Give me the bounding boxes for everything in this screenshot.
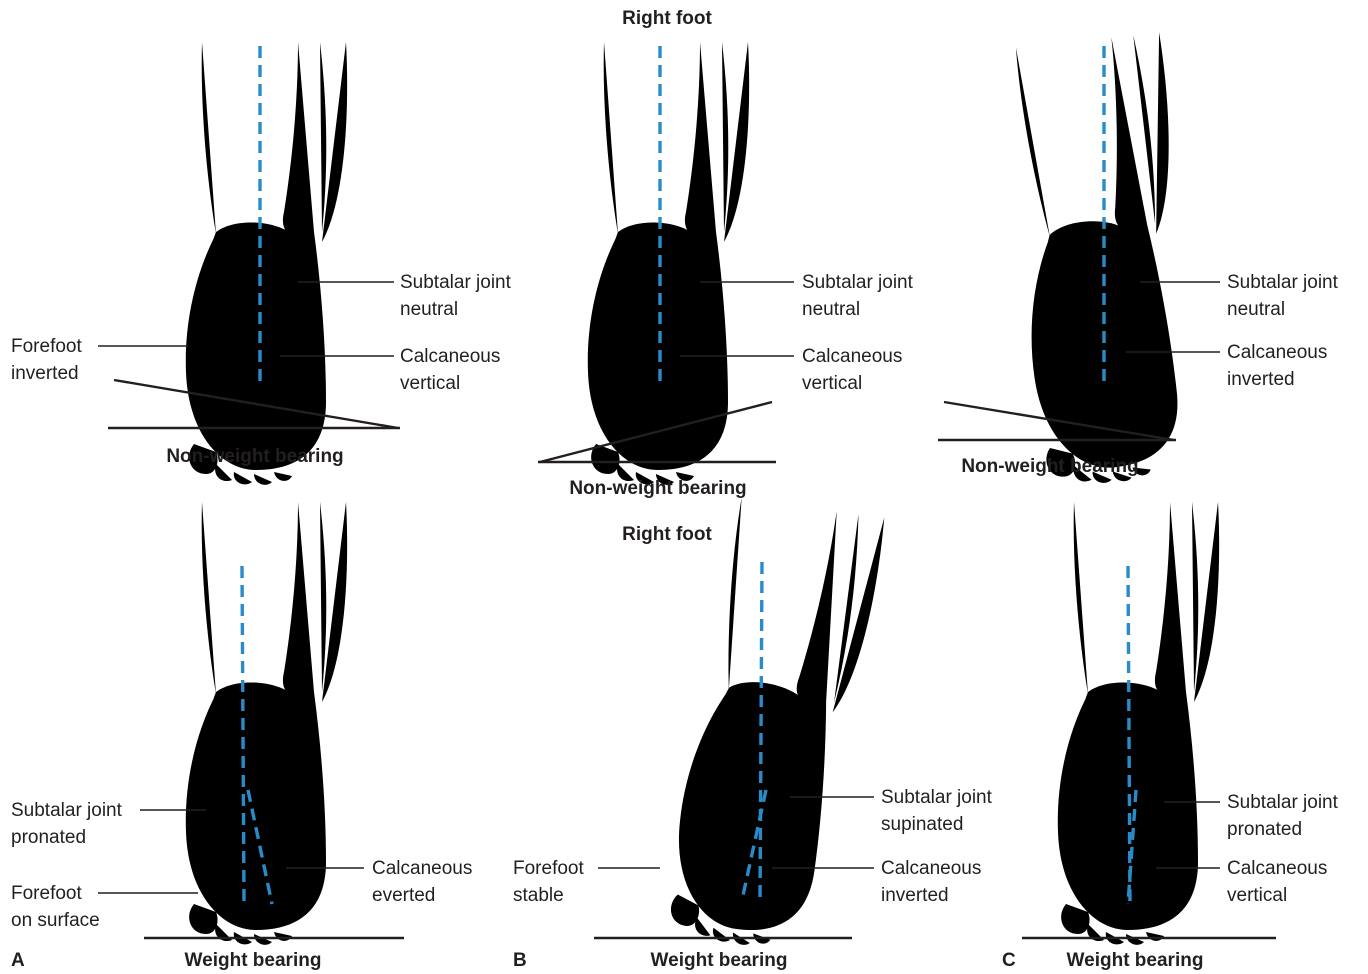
figure-title-bottom: Right foot: [622, 524, 712, 546]
caption-top-1: Non-weight bearing: [166, 446, 343, 468]
calcaneus-label-bottom-b: Calcaneous inverted: [881, 855, 981, 909]
caption-bottom-a: Weight bearing: [185, 950, 322, 972]
foot-illustration-bottom-c: [1058, 502, 1219, 945]
forefoot-label-bottom-a: Forefoot on surface: [11, 880, 100, 934]
calcaneus-label-bottom-c: Calcaneous vertical: [1227, 855, 1327, 909]
subtalar-label-bottom-c: Subtalar joint pronated: [1227, 789, 1338, 843]
foot-illustration-bottom-b: [664, 495, 885, 956]
caption-top-2: Non-weight bearing: [569, 478, 746, 500]
foot-illustration-top-1: [186, 42, 347, 485]
subtalar-label-top-3: Subtalar joint neutral: [1227, 269, 1338, 323]
forefoot-label-top-1: Forefoot inverted: [11, 333, 82, 387]
panel-letter-c: C: [1002, 950, 1016, 972]
foot-illustration-bottom-a: [186, 502, 347, 945]
subtalar-label-top-1: Subtalar joint neutral: [400, 269, 511, 323]
caption-top-3: Non-weight bearing: [961, 456, 1138, 478]
calcaneus-label-top-1: Calcaneous vertical: [400, 343, 500, 397]
subtalar-label-bottom-b: Subtalar joint supinated: [881, 784, 992, 838]
subtalar-label-bottom-a: Subtalar joint pronated: [11, 797, 122, 851]
calcaneus-label-top-3: Calcaneous inverted: [1227, 339, 1327, 393]
calcaneus-label-top-2: Calcaneous vertical: [802, 343, 902, 397]
subtalar-label-top-2: Subtalar joint neutral: [802, 269, 913, 323]
panel-letter-a: A: [11, 950, 25, 972]
calcaneus-label-bottom-a: Calcaneous everted: [372, 855, 472, 909]
figure-title-top: Right foot: [622, 8, 712, 30]
caption-bottom-c: Weight bearing: [1067, 950, 1204, 972]
panel-letter-b: B: [513, 950, 527, 972]
foot-illustration-top-2: [588, 42, 749, 485]
caption-bottom-b: Weight bearing: [651, 950, 788, 972]
forefoot-label-bottom-b: Forefoot stable: [513, 855, 584, 909]
